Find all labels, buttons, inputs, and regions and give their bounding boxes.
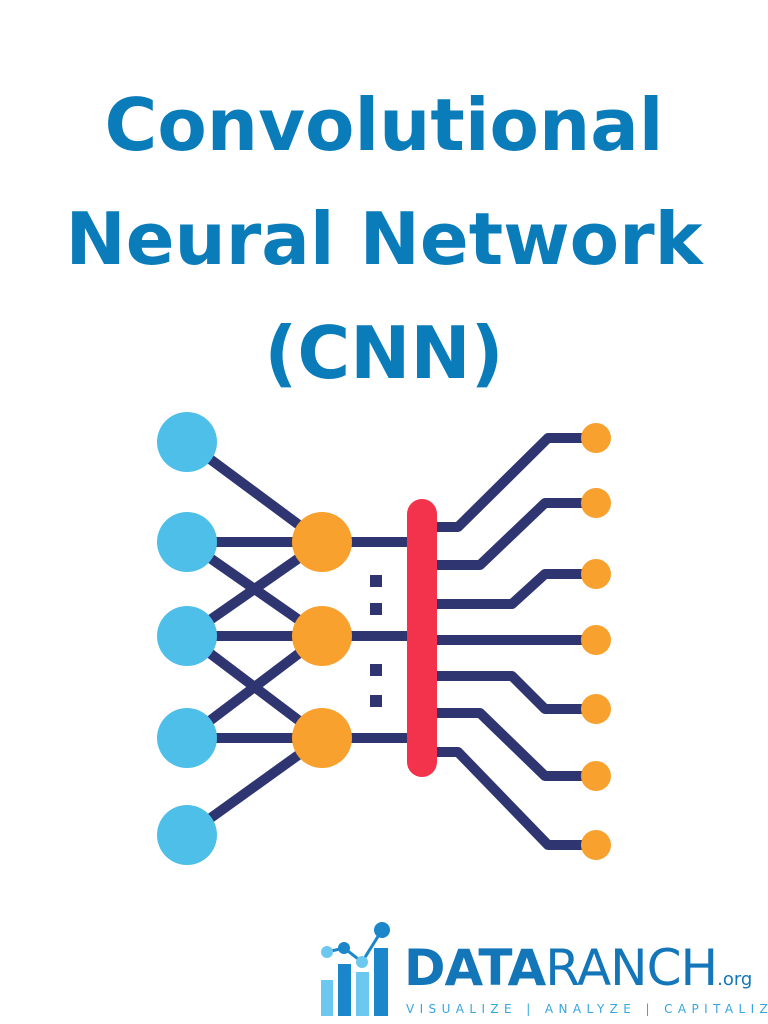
dot (370, 695, 382, 707)
connection-line (422, 747, 596, 850)
output-node (581, 559, 611, 589)
title-line-1: Convolutional (104, 83, 664, 167)
brand-name: DATARANCH.org (404, 940, 752, 1008)
input-nodes (157, 412, 217, 865)
brand-bold: DATA (404, 939, 546, 997)
connection-line (422, 671, 596, 714)
hidden-node (292, 512, 352, 572)
title-line-2: Neural Network (65, 197, 703, 281)
brand-regular: RANCH (545, 939, 718, 997)
output-node (581, 761, 611, 791)
input-node (157, 606, 217, 666)
output-node (581, 625, 611, 655)
dot (370, 603, 382, 615)
cnn-diagram (157, 412, 611, 865)
hidden-node (292, 606, 352, 666)
input-node (157, 412, 217, 472)
title-line-3: (CNN) (264, 311, 504, 395)
feature-bar (407, 499, 437, 777)
connections (183, 433, 596, 850)
brand-tagline: VISUALIZE | ANALYZE | CAPITALIZE (406, 1002, 768, 1016)
output-node (581, 423, 611, 453)
bar-chart-icon (321, 922, 390, 1016)
brand-suffix: .org (717, 969, 753, 990)
ellipsis-dots (370, 575, 382, 707)
input-node (157, 708, 217, 768)
output-node (581, 488, 611, 518)
connection-line (422, 433, 596, 532)
output-node (581, 694, 611, 724)
dot (370, 575, 382, 587)
connection-line (422, 708, 596, 781)
connection-line (422, 498, 596, 570)
input-node (157, 512, 217, 572)
input-node (157, 805, 217, 865)
dot (370, 664, 382, 676)
hidden-node (292, 708, 352, 768)
output-node (581, 830, 611, 860)
output-nodes (581, 423, 611, 860)
hidden-nodes (292, 512, 352, 768)
connection-line (422, 569, 596, 609)
datarranch-logo: DATARANCH.org VISUALIZE | ANALYZE | CAPI… (318, 918, 768, 1018)
page-title: Convolutional Neural Network (CNN) (0, 68, 768, 410)
